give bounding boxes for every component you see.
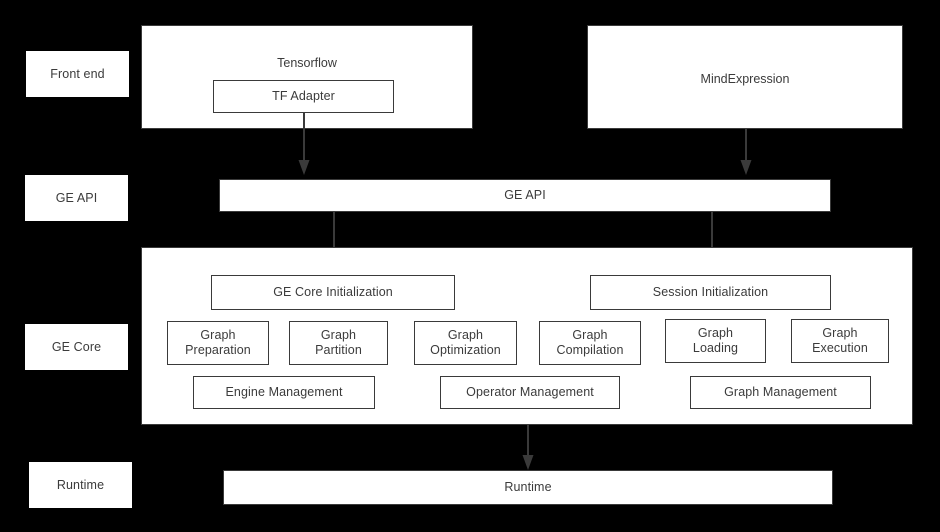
graph-loading-label: Graph Loading <box>692 326 739 355</box>
layer-label-ge-core: GE Core <box>25 324 128 370</box>
layer-label-ge-api: GE API <box>25 175 128 221</box>
operator-management-box[interactable]: Operator Management <box>440 376 620 409</box>
layer-label-front-end-text: Front end <box>50 66 105 81</box>
arrow-tf-adapter-to-ge-api <box>296 113 312 176</box>
graph-execution-box[interactable]: Graph Execution <box>791 319 889 363</box>
ge-core-initialization-label: GE Core Initialization <box>273 285 393 300</box>
layer-label-runtime-text: Runtime <box>56 477 105 492</box>
arrow-ge-core-to-runtime <box>520 425 536 471</box>
mindexpression-title: MindExpression <box>700 72 790 86</box>
tensorflow-title: Tensorflow <box>277 56 337 70</box>
layer-label-runtime: Runtime <box>29 462 132 508</box>
tf-adapter-label: TF Adapter <box>272 89 335 104</box>
graph-management-label: Graph Management <box>724 385 837 400</box>
graph-preparation-box[interactable]: Graph Preparation <box>167 321 269 365</box>
layer-label-front-end: Front end <box>26 51 129 97</box>
layer-label-ge-api-text: GE API <box>55 190 98 205</box>
graph-partition-box[interactable]: Graph Partition <box>289 321 388 365</box>
ge-core-initialization-box[interactable]: GE Core Initialization <box>211 275 455 310</box>
engine-management-box[interactable]: Engine Management <box>193 376 375 409</box>
graph-partition-label: Graph Partition <box>315 328 362 357</box>
graph-execution-label: Graph Execution <box>812 326 868 355</box>
ge-api-bar-label: GE API <box>504 188 546 203</box>
graph-compilation-label: Graph Compilation <box>556 328 624 357</box>
layer-label-ge-core-text: GE Core <box>51 339 102 354</box>
tf-adapter-box[interactable]: TF Adapter <box>213 80 394 113</box>
graph-management-box[interactable]: Graph Management <box>690 376 871 409</box>
runtime-bar[interactable]: Runtime <box>223 470 833 505</box>
graph-compilation-box[interactable]: Graph Compilation <box>539 321 641 365</box>
session-initialization-label: Session Initialization <box>652 285 769 300</box>
ge-api-bar[interactable]: GE API <box>219 179 831 212</box>
graph-optimization-box[interactable]: Graph Optimization <box>414 321 517 365</box>
arrow-mindexpression-to-ge-api <box>738 129 754 176</box>
session-initialization-box[interactable]: Session Initialization <box>590 275 831 310</box>
graph-optimization-label: Graph Optimization <box>430 328 501 357</box>
graph-preparation-label: Graph Preparation <box>185 328 251 357</box>
operator-management-label: Operator Management <box>466 385 594 400</box>
graph-loading-box[interactable]: Graph Loading <box>665 319 766 363</box>
runtime-bar-label: Runtime <box>504 480 552 495</box>
engine-management-label: Engine Management <box>225 385 343 400</box>
mindexpression-container[interactable]: MindExpression <box>587 25 903 129</box>
